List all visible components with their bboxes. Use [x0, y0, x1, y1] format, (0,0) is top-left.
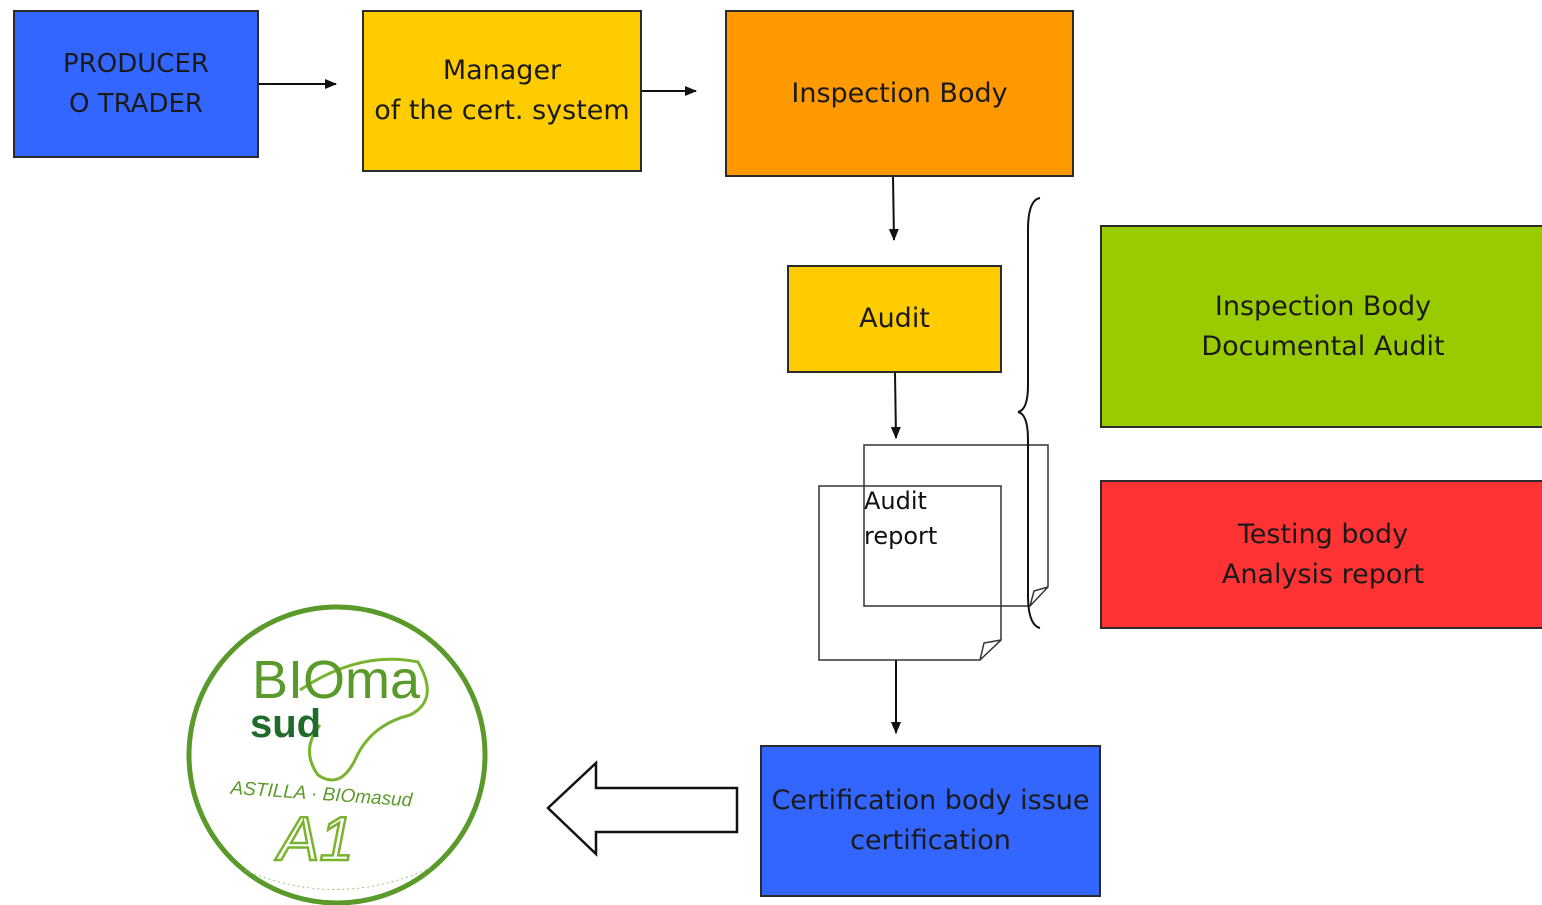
hollow-arrow-to-label	[546, 760, 739, 857]
audit-report-label: Audit report	[864, 484, 937, 554]
logo-grade: A1	[274, 805, 354, 874]
certification-body-box: Certification body issue certification	[760, 745, 1101, 897]
manager-cert-system-box: Manager of the cert. system	[362, 10, 642, 172]
inspection-documental-audit-box: Inspection Body Documental Audit	[1100, 225, 1542, 428]
inspection-documental-line2: Documental Audit	[1201, 330, 1445, 362]
arrow-audit-to-report	[890, 372, 901, 439]
testing-body-line2: Analysis report	[1221, 558, 1425, 590]
audit-report-line2: report	[864, 522, 938, 550]
audit-box: Audit	[787, 265, 1002, 373]
logo-brand-bottom: sud	[250, 702, 321, 746]
manager-line2: of the cert. system	[374, 95, 630, 126]
grouping-brace	[1017, 197, 1041, 629]
certification-line1: Certification body issue	[771, 785, 1090, 816]
inspection-body-label: Inspection Body	[791, 77, 1008, 109]
audit-label: Audit	[859, 303, 930, 334]
producer-trader-box: PRODUCER O TRADER	[13, 10, 259, 158]
testing-body-box: Testing body Analysis report	[1100, 480, 1542, 629]
audit-report-line1: Audit	[864, 487, 927, 515]
audit-report-overlap-lines	[863, 486, 1001, 607]
inspection-body-box: Inspection Body	[725, 10, 1074, 177]
testing-body-line1: Testing body	[1237, 518, 1409, 550]
inspection-documental-line1: Inspection Body	[1214, 290, 1432, 322]
manager-line1: Manager	[442, 55, 562, 86]
logo-brand-top: BIOma	[252, 650, 421, 710]
certification-line2: certification	[850, 825, 1011, 856]
producer-line2: O TRADER	[69, 89, 203, 119]
arrow-inspection-to-audit	[888, 176, 899, 241]
biomasud-logo: BIOma sud ASTILLA · BIOmasud A1	[186, 604, 488, 905]
producer-line1: PRODUCER	[63, 49, 209, 79]
